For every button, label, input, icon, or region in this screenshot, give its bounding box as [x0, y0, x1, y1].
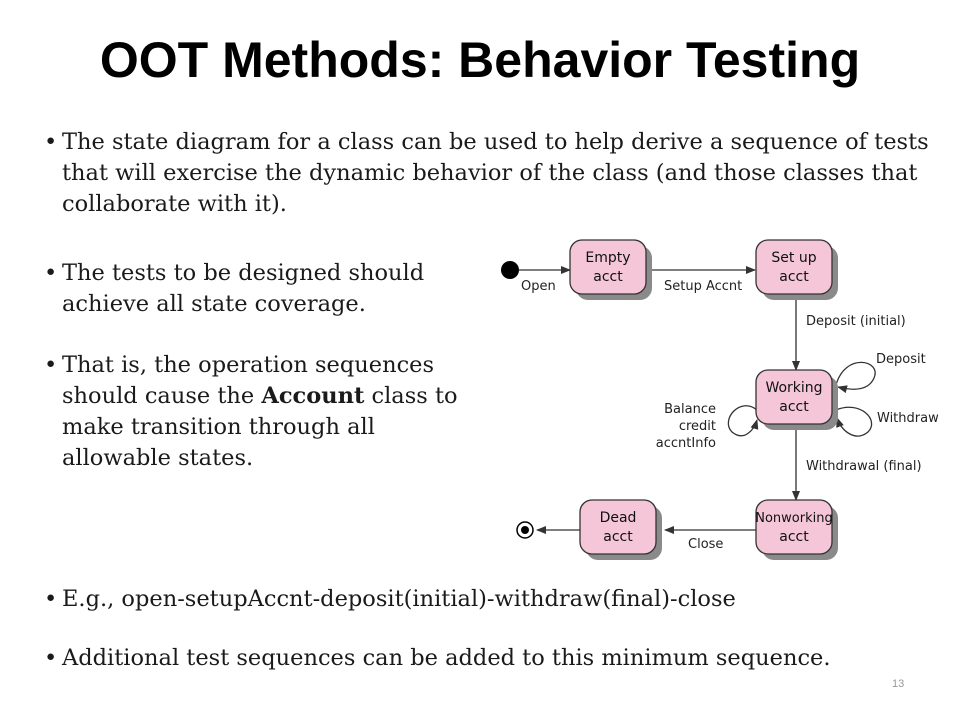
bullet-dot: •: [44, 352, 58, 378]
state-label: Set up: [771, 250, 816, 266]
bullet-text-post: class to make transition through all all…: [62, 383, 458, 471]
label-open: Open: [521, 279, 556, 294]
bullet-dot: •: [44, 129, 58, 155]
bullet-text-pre: That is, the operation sequences should …: [62, 352, 435, 409]
bullet-dot: •: [44, 645, 58, 671]
state-setup-acct: Set up acct: [755, 239, 838, 300]
state-label: acct: [779, 269, 809, 285]
final-state-dot: [521, 526, 529, 534]
bullet-text: That is, the operation sequences should …: [62, 350, 482, 474]
state-label: Nonworking: [755, 511, 832, 526]
bullet-text: Additional test sequences can be added t…: [62, 645, 831, 671]
bullet-additional-sequences: • Additional test sequences can be added…: [44, 643, 952, 674]
bullet-operation-sequences: • That is, the operation sequences shoul…: [44, 350, 482, 474]
state-label: Empty: [585, 250, 630, 266]
loop-deposit: [835, 361, 876, 394]
slide-title: OOT Methods: Behavior Testing: [99, 32, 861, 88]
bullet-text-bold: Account: [261, 383, 365, 409]
label-close: Close: [688, 537, 723, 552]
state-label: acct: [593, 269, 623, 285]
bullet-state-coverage: • The tests to be designed should achiev…: [44, 258, 482, 320]
loop-balance: [727, 405, 759, 437]
label-balance: Balance: [664, 402, 716, 417]
state-dead-acct: Dead acct: [579, 499, 662, 560]
state-working-acct: Working acct: [755, 369, 838, 430]
label-deposit: Deposit: [876, 352, 926, 367]
state-label: Working: [765, 380, 822, 396]
label-setup-accnt: Setup Accnt: [664, 279, 742, 294]
bullet-dot: •: [44, 260, 58, 286]
state-label: acct: [779, 529, 809, 545]
bullet-example-sequence: • E.g., open-setupAccnt-deposit(initial)…: [44, 584, 942, 615]
final-state-icon: [516, 521, 534, 539]
bullet-dot: •: [44, 586, 58, 612]
bullet-state-diagram: • The state diagram for a class can be u…: [44, 127, 932, 220]
bullet-text: The state diagram for a class can be use…: [62, 129, 929, 217]
bullet-text: E.g., open-setupAccnt-deposit(initial)-w…: [62, 586, 736, 612]
page-number: 13: [892, 678, 905, 690]
initial-state-icon: [501, 261, 519, 279]
label-withdraw: Withdraw: [877, 411, 939, 426]
label-deposit-initial: Deposit (initial): [806, 314, 906, 329]
state-label: acct: [603, 529, 633, 545]
label-withdrawal-final: Withdrawal (final): [806, 459, 922, 474]
label-accntinfo: accntInfo: [656, 436, 716, 451]
state-label: Dead: [600, 510, 637, 526]
bullet-text: The tests to be designed should achieve …: [62, 260, 425, 317]
state-label: acct: [779, 399, 809, 415]
state-nonworking-acct: Nonworking acct: [755, 499, 838, 560]
label-credit: credit: [679, 419, 716, 434]
loop-withdraw: [835, 406, 873, 437]
state-empty-acct: Empty acct: [569, 239, 652, 300]
